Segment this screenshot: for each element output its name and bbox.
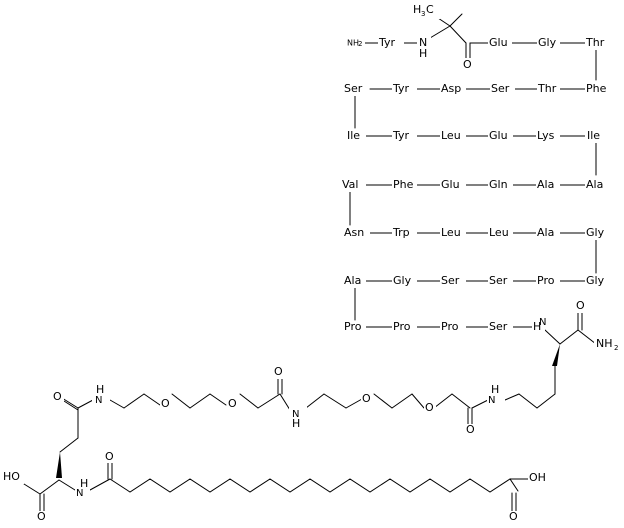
residue-ser: Ser — [491, 82, 510, 95]
residue-row-5: Asn Trp Leu Leu Ala Gly — [343, 226, 609, 240]
fatty-diacid-chain — [89, 461, 529, 513]
lys-atoms: H N O NH 2 — [532, 299, 624, 354]
residue-row-2: Ser Tyr Asp Ser Thr Phe — [343, 82, 611, 96]
linker-atoms: H N O O O N H O O O H N — [92, 365, 505, 437]
residue-glu: Glu — [489, 36, 508, 49]
residue-ser: Ser — [344, 82, 363, 95]
peptide-bonds — [349, 13, 597, 328]
aib-nh-label: H — [419, 47, 427, 60]
residue-gln: Gln — [489, 178, 508, 191]
residue-thr: Thr — [585, 36, 605, 49]
residue-row-1: Tyr Glu Gly Thr — [378, 36, 609, 50]
residue-pro: Pro — [393, 320, 411, 333]
residue-ala: Ala — [586, 178, 603, 191]
residue-leu: Leu — [489, 226, 509, 239]
residue-trp: Trp — [392, 226, 410, 239]
glu-nh-n: N — [76, 488, 83, 499]
aib-n-label: N — [419, 36, 427, 49]
ether-o-1: O — [425, 401, 434, 414]
residue-val: Val — [342, 178, 358, 191]
residue-ile: Ile — [347, 129, 360, 142]
residue-tyr: Tyr — [392, 82, 410, 95]
residue-ala: Ala — [537, 178, 554, 191]
glu-atoms: O HO O H N O — [2, 390, 116, 524]
glu-nh-h: H — [80, 477, 88, 490]
c-terminal-nh2: NH — [596, 337, 613, 350]
terminal-acid-carbonyl-o: O — [509, 510, 518, 523]
residue-glu: Glu — [441, 178, 460, 191]
amide-n-1: N — [488, 395, 495, 406]
ether-o-2: O — [362, 392, 371, 405]
amide-h-2: H — [292, 417, 300, 430]
residue-lys: Lys — [537, 129, 555, 142]
c-terminal-lysine — [504, 311, 597, 409]
lys-carbonyl-o: O — [576, 299, 585, 312]
residue-row-4: Val Phe Glu Gln Ala Ala — [341, 178, 609, 192]
carbonyl-o-1: O — [466, 423, 475, 436]
diacid-terminus: OH O — [508, 471, 552, 524]
residue-phe: Phe — [586, 82, 607, 95]
glu-acid-carbonyl-o: O — [37, 510, 46, 523]
amide-h-1: H — [491, 383, 499, 396]
gamma-glutamate — [23, 397, 94, 513]
residue-asp: Asp — [441, 82, 461, 95]
residue-gly: Gly — [586, 274, 605, 287]
residue-ile: Ile — [587, 129, 600, 142]
residue-ala: Ala — [344, 274, 361, 287]
methyl-c-label: C — [426, 3, 434, 16]
carbonyl-o-2: O — [274, 365, 283, 378]
residue-tyr: Tyr — [392, 129, 410, 142]
residue-leu: Leu — [441, 226, 461, 239]
residue-ser: Ser — [489, 274, 508, 287]
residue-row-7: Pro Pro Pro Ser — [343, 320, 513, 334]
residue-row-6: Ala Gly Ser Ser Pro Gly — [343, 274, 609, 288]
amide-n-2: N — [292, 409, 299, 420]
methyl-h-label: H — [413, 3, 421, 16]
residue-glu: Glu — [489, 129, 508, 142]
residue-gly: Gly — [393, 274, 412, 287]
residue-ala: Ala — [537, 226, 554, 239]
amide-h-3: H — [96, 383, 104, 396]
ether-o-3: O — [228, 397, 237, 410]
residue-gly: Gly — [538, 36, 557, 49]
residue-gly: Gly — [586, 226, 605, 239]
residue-asn: Asn — [344, 226, 364, 239]
aib-carbonyl-o: O — [463, 58, 472, 71]
residue-phe: Phe — [393, 178, 414, 191]
residue-pro: Pro — [537, 274, 555, 287]
oeg-linker — [109, 376, 489, 426]
residue-row-3: Ile Tyr Leu Glu Lys Ile — [345, 129, 607, 143]
lys-n-label: N — [539, 317, 546, 328]
glu-side-carbonyl-o: O — [53, 390, 62, 403]
glu-acid-oh: HO — [3, 470, 20, 483]
ether-o-4: O — [161, 397, 170, 410]
terminal-acid-oh: OH — [529, 471, 546, 484]
amine-label: NH — [347, 39, 359, 48]
residue-ser: Ser — [489, 320, 508, 333]
lys-nh-h: H — [533, 320, 541, 333]
residue-tyr: Tyr — [378, 36, 396, 49]
amide-n-3: N — [95, 395, 102, 406]
diacid-amide-o: O — [105, 450, 114, 463]
residue-ser: Ser — [441, 274, 460, 287]
aib-residue: N H H 3 C O — [412, 3, 474, 71]
residue-thr: Thr — [537, 82, 557, 95]
residue-pro: Pro — [441, 320, 459, 333]
nh2-subscript: 2 — [614, 344, 618, 352]
methyl-subscript: 3 — [421, 10, 425, 18]
amine-subscript: 2 — [358, 40, 362, 48]
residue-pro: Pro — [344, 320, 362, 333]
n-terminal-amine: NH 2 — [345, 37, 365, 49]
residue-leu: Leu — [441, 129, 461, 142]
